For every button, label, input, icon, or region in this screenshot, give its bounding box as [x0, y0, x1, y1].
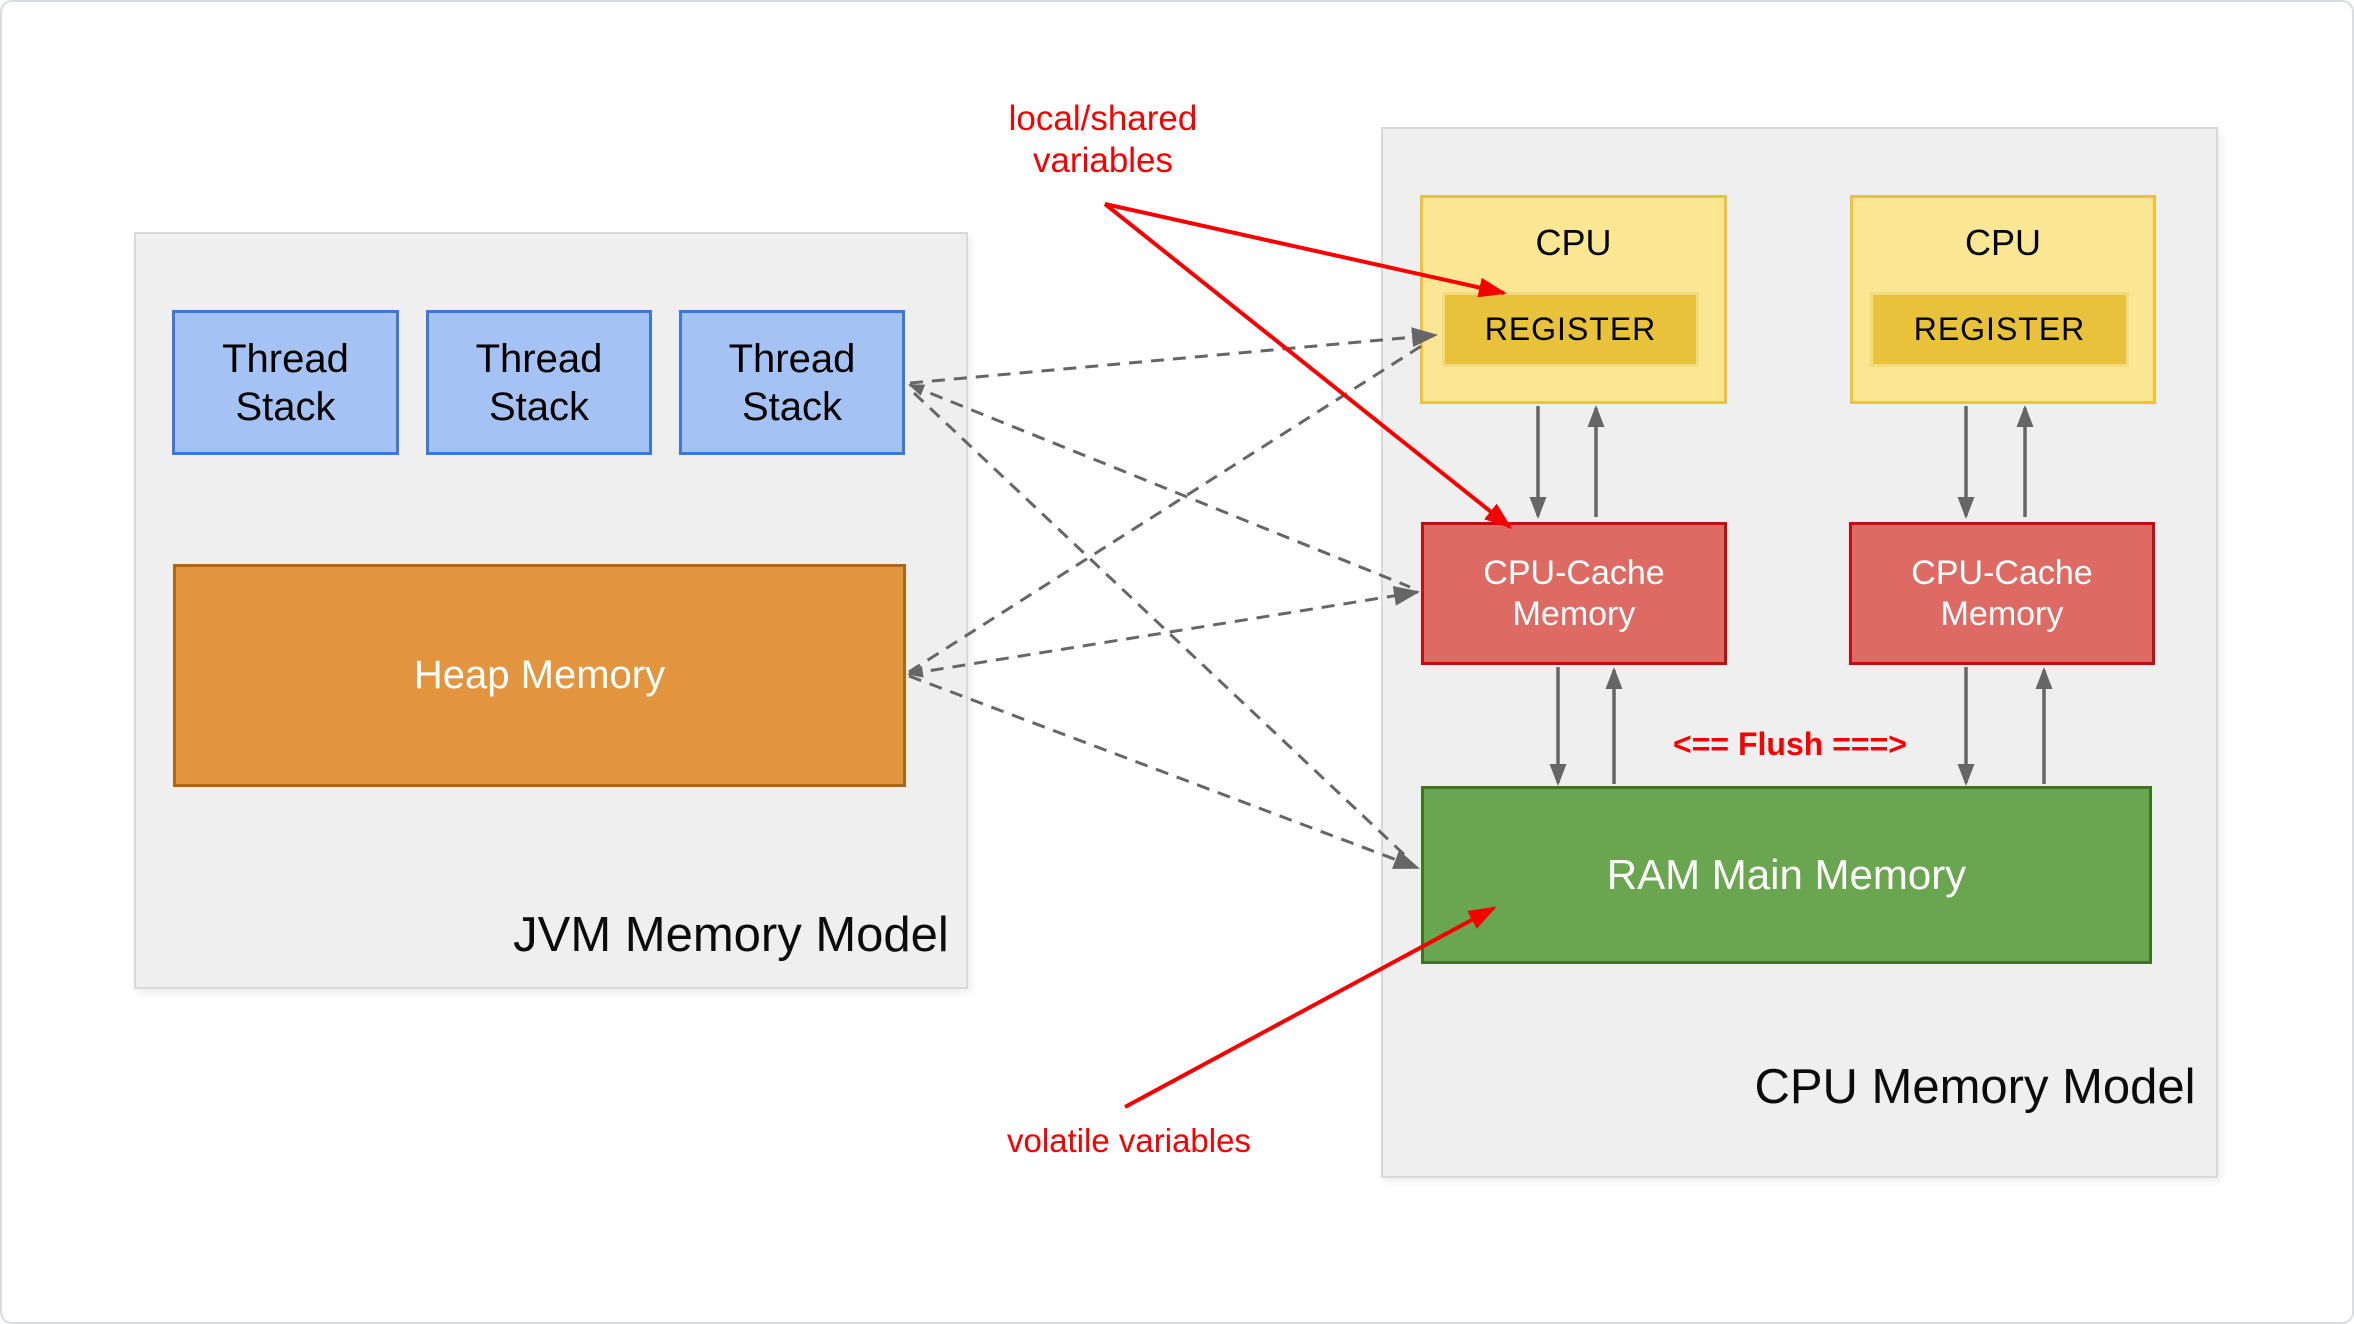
- local-shared-variables-annotation: local/shared variables: [1008, 99, 1198, 180]
- dashed-arrow-heap-register: [908, 341, 1427, 674]
- register-label: REGISTER: [1484, 311, 1657, 347]
- thread-stack-box-3: Thread Stack: [679, 310, 905, 455]
- cpu-label: CPU: [1964, 222, 2041, 263]
- dashed-arrow-threadstack-ram: [912, 391, 1412, 862]
- cpu-label: CPU: [1535, 222, 1612, 263]
- dashed-arrow-heap-cache: [907, 585, 1420, 678]
- dashed-arrow-heap-ram: [908, 674, 1420, 870]
- thread-stack-label: Thread Stack: [728, 336, 856, 429]
- cpu-cache-box-2: CPU-Cache Memory: [1849, 522, 2155, 665]
- dashed-arrow-threadstack-cache: [908, 383, 1411, 589]
- cpu-panel-title: CPU Memory Model: [1754, 1060, 2196, 1114]
- register-box-1: REGISTER: [1442, 292, 1699, 367]
- cpu-cache-label: CPU-Cache Memory: [1911, 553, 2093, 633]
- thread-stack-label: Thread Stack: [475, 336, 603, 429]
- ram-main-memory-label: RAM Main Memory: [1606, 851, 1967, 898]
- thread-stack-label: Thread Stack: [222, 336, 349, 429]
- cpu-cache-box-1: CPU-Cache Memory: [1421, 522, 1727, 665]
- heap-memory-box: Heap Memory: [173, 564, 906, 787]
- register-label: REGISTER: [1913, 311, 2086, 347]
- flush-annotation: <== Flush ===>: [1673, 726, 1907, 762]
- thread-stack-box-2: Thread Stack: [426, 310, 652, 455]
- thread-stack-box-1: Thread Stack: [172, 310, 399, 455]
- ram-main-memory-box: RAM Main Memory: [1421, 786, 2152, 964]
- dashed-sync-arrows: [907, 327, 1438, 870]
- register-box-2: REGISTER: [1870, 292, 2129, 367]
- heap-memory-label: Heap Memory: [413, 653, 666, 697]
- jvm-panel-title: JVM Memory Model: [513, 908, 949, 962]
- volatile-variables-annotation: volatile variables: [1007, 1122, 1251, 1159]
- cpu-cache-label: CPU-Cache Memory: [1483, 553, 1665, 633]
- dashed-arrow-threadstack-register: [909, 327, 1438, 385]
